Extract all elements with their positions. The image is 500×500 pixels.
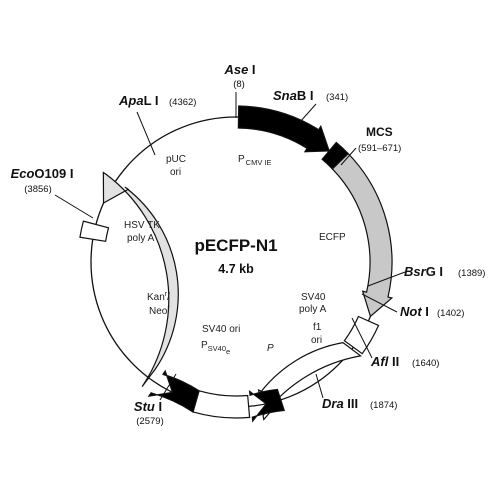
bsrg-leader [367, 271, 406, 287]
sv40-polya-line2: poly A [299, 304, 327, 315]
p-promoter-arrow [248, 388, 286, 423]
sv40-polya-block [343, 315, 380, 355]
site-apal-label: ApaL I [118, 93, 159, 108]
plasmid-name: pECFP-N1 [194, 236, 277, 255]
stu-leader [159, 373, 177, 401]
f1-ori-line1: f1 [313, 322, 322, 333]
f1-ori-line2: ori [311, 335, 322, 346]
site-ase-coord: (8) [233, 79, 245, 90]
site-dra-label: Dra III [322, 396, 358, 411]
site-snab-coord: (341) [326, 92, 348, 103]
site-afl-coord: (1640) [412, 358, 439, 369]
sv40-ori-label: SV40 ori [202, 324, 240, 335]
psv40-promoter-arrow [147, 369, 200, 413]
apal-leader [136, 111, 156, 156]
site-apal-coord: (4362) [169, 97, 196, 108]
puc-line1: pUC [166, 154, 186, 165]
pcmv-label: PCMV IE [238, 154, 272, 167]
hsvtk-line2: poly A [127, 233, 155, 244]
ecfp-arrow [331, 152, 394, 318]
site-dra-coord: (1874) [370, 400, 397, 411]
p-label: P [267, 343, 274, 354]
site-eco-label: EcoO109 I [11, 166, 74, 181]
puc-line2: ori [170, 167, 181, 178]
site-ase-label: Ase I [223, 62, 255, 77]
kan-neo-label: Kanr/ [147, 291, 170, 303]
sv40-polya-line1: SV40 [301, 292, 326, 303]
ecfp-label: ECFP [319, 232, 346, 243]
site-not-coord: (1402) [437, 308, 464, 319]
psv40-label: PSV40e [201, 340, 230, 356]
site-stu-coord: (2579) [136, 416, 163, 427]
hsvtk-line1: HSV TK [124, 220, 160, 231]
snab-leader [299, 103, 317, 123]
site-not-label: Not I [400, 304, 429, 319]
site-afl-label: Afl II [370, 354, 399, 369]
neo-label: Neor [149, 305, 170, 317]
mcs-leader [340, 147, 357, 166]
site-mcs-label: MCS [366, 125, 393, 139]
eco-leader [54, 194, 94, 219]
not-leader [361, 293, 398, 313]
kan-neo-arrow [102, 171, 179, 387]
pcmv-promoter-arrow [237, 105, 331, 153]
sv40-ori-block [192, 390, 251, 419]
site-snab-label: SnaB I [273, 88, 313, 103]
dra-leader [315, 373, 324, 399]
site-stu-label: Stu I [134, 399, 162, 414]
hsvtk-polya-block [79, 220, 110, 243]
site-eco-coord: (3856) [24, 184, 51, 195]
plasmid-size: 4.7 kb [218, 262, 254, 276]
site-bsrg-label: BsrG I [404, 264, 443, 279]
afl-leader [351, 317, 373, 359]
site-bsrg-coord: (1389) [458, 268, 485, 279]
site-mcs-coord: (591–671) [358, 143, 401, 154]
